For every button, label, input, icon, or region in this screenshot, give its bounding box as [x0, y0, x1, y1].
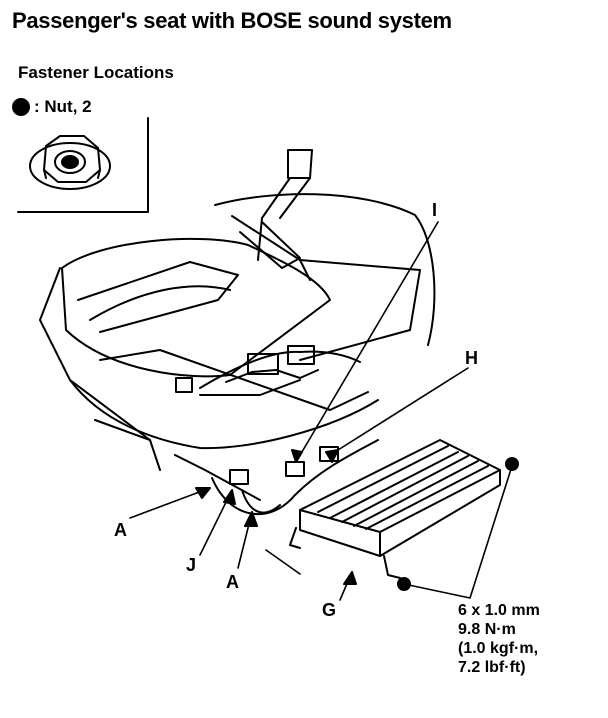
nut-inset-frame	[17, 117, 149, 213]
spec-size: 6 x 1.0 mm	[458, 602, 540, 619]
spec-torque-kgfm: (1.0 kgf·m,	[458, 640, 539, 657]
callout-a-upper: A	[114, 520, 127, 540]
nut-detail	[29, 135, 111, 190]
nut-marker-right	[505, 457, 519, 471]
spec-torque-nm: 9.8 N·m	[458, 621, 516, 638]
callout-a-lower: A	[226, 572, 239, 592]
leader-i	[295, 221, 439, 463]
seat-rail-right	[299, 259, 421, 361]
leader-spec	[403, 465, 513, 599]
connector-j	[229, 469, 249, 485]
seat-buckle	[287, 149, 313, 179]
connector-i	[285, 461, 305, 477]
leader-h	[337, 367, 469, 451]
torque-spec: 6 x 1.0 mm 9.8 N·m (1.0 kgf·m, 7.2 lbf·f…	[458, 601, 540, 677]
seat-rail-left	[99, 349, 369, 411]
callout-i: I	[432, 200, 438, 220]
page-title: Passenger's seat with BOSE sound system	[12, 8, 452, 33]
seat-back-outline	[214, 193, 436, 346]
nut-icon	[12, 98, 30, 116]
callout-h: H	[465, 348, 478, 368]
fastener-legend: : Nut, 2	[12, 97, 92, 117]
spec-torque-lbfft: 7.2 lbf·ft)	[458, 659, 526, 676]
legend-text: : Nut, 2	[34, 97, 92, 116]
leader-a-upper	[129, 487, 211, 519]
callout-j: J	[186, 555, 197, 575]
section-subtitle: Fastener Locations	[18, 63, 174, 82]
amplifier-unit	[289, 439, 501, 579]
wire-harness	[199, 350, 361, 389]
callout-g: G	[322, 600, 337, 620]
connector-h	[319, 446, 339, 462]
seat-cushion-outline	[61, 237, 331, 378]
harness-to-amp	[211, 439, 379, 516]
nut-marker-lower	[397, 577, 411, 591]
